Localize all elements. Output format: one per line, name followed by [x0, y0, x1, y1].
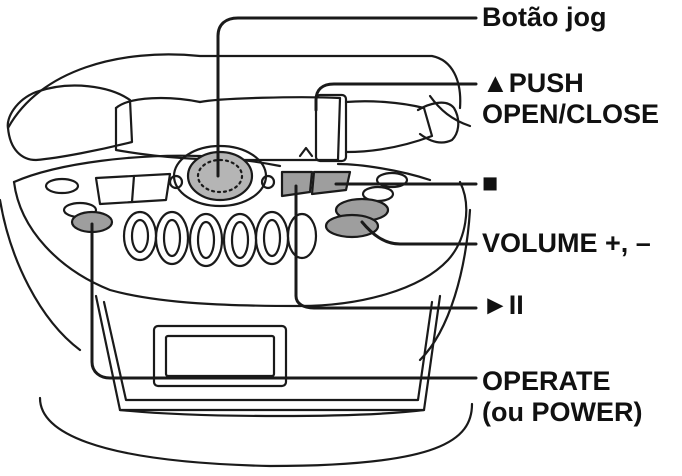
- leader-operate: [90, 222, 478, 380]
- preset-buttons: [122, 210, 318, 268]
- lid-button: [314, 93, 348, 163]
- label-push-open-close: ▲PUSH OPEN/CLOSE: [482, 68, 659, 130]
- left-button-pair: [94, 172, 172, 206]
- play-pause-button: [280, 170, 314, 198]
- label-operate: OPERATE (ou POWER): [482, 366, 642, 428]
- stop-icon: ■: [482, 168, 499, 198]
- base: [38, 396, 474, 468]
- leader-play: [294, 184, 478, 310]
- label-operate-line1: OPERATE: [482, 366, 611, 396]
- base-top: [118, 408, 426, 418]
- panel-top-edge: [12, 154, 282, 184]
- panel-top-edge-right: [336, 162, 432, 182]
- leader-push: [314, 82, 478, 112]
- leader-volume: [360, 220, 478, 246]
- panel-body-outer-right: [418, 208, 472, 362]
- shell-outline: [6, 53, 462, 130]
- jog-dial-outer: [172, 144, 268, 208]
- label-volume: VOLUME +, –: [482, 228, 651, 259]
- label-volume-text: VOLUME +, –: [482, 228, 651, 258]
- indicator-right: [260, 174, 276, 190]
- left-oval-button-1: [44, 177, 80, 195]
- indicator-left: [168, 174, 184, 190]
- label-play-pause: ►II: [482, 290, 524, 321]
- label-push-line1: ▲PUSH: [482, 68, 584, 98]
- label-stop: ■: [482, 168, 498, 199]
- shell-right-top: [428, 94, 472, 128]
- panel-body-outer-left: [0, 198, 82, 352]
- stop-button: [310, 170, 352, 196]
- volume-minus-button: [324, 213, 380, 239]
- label-jog-text: Botão jog: [482, 2, 607, 32]
- display-frame: [152, 324, 288, 388]
- jog-dial-dots: [196, 158, 244, 194]
- cd-lid: [114, 96, 342, 162]
- push-mark: [298, 146, 314, 158]
- shell-right-ear: [416, 101, 460, 144]
- leader-jog: [216, 16, 478, 178]
- display-window: [164, 334, 276, 378]
- lower-stand: [94, 294, 442, 412]
- right-oval-button-1: [375, 171, 409, 189]
- label-jog-dial: Botão jog: [482, 2, 606, 33]
- shell-lid-slot: [114, 96, 202, 110]
- lower-stand-inner: [102, 300, 434, 402]
- shell-left-top: [6, 84, 134, 162]
- label-push-line2: OPEN/CLOSE: [482, 99, 660, 129]
- shell-top-right: [344, 100, 434, 154]
- label-operate-line2: (ou POWER): [482, 397, 643, 427]
- play-pause-icon: ►II: [482, 290, 524, 320]
- panel-body: [12, 180, 468, 308]
